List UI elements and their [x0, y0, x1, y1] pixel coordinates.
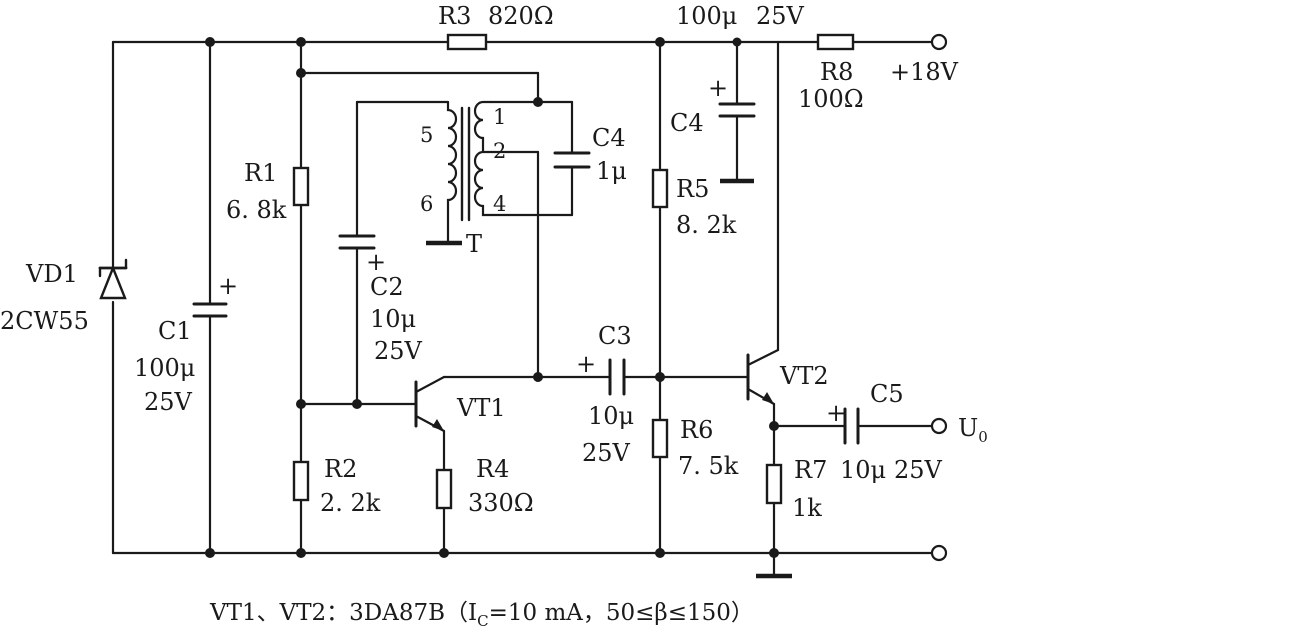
- c3-polarity: +: [576, 350, 596, 378]
- junction-dots: [205, 37, 779, 558]
- transistor-vt1: [414, 375, 446, 433]
- capacitor-c4-1u: [553, 151, 591, 169]
- c4-side-name: C4: [592, 124, 626, 152]
- terminals: [930, 33, 948, 562]
- c4-top-name: C4: [670, 109, 704, 137]
- resistor-r6: [651, 418, 669, 459]
- supply-terminal: [930, 33, 948, 51]
- c1-polarity: +: [218, 272, 238, 300]
- capacitor-c5: [843, 407, 860, 445]
- c5-value: 10μ: [840, 456, 886, 484]
- vd1-part: 2CW55: [0, 307, 89, 335]
- r6-value: 7. 5k: [678, 452, 739, 480]
- resistor-r8: [816, 33, 855, 51]
- c4-top-voltage: 25V: [756, 2, 805, 30]
- resistor-r4: [435, 468, 453, 510]
- capacitor-c4-100u: [718, 102, 756, 118]
- supply-label: +18V: [890, 58, 959, 86]
- wires: [111, 40, 934, 578]
- labels: R3 820Ω 100μ 25V C4 R8 100Ω +18V 5 6 1 2…: [0, 2, 988, 630]
- output-terminal: [930, 417, 948, 435]
- pin-1: 1: [493, 105, 506, 129]
- transformer-t: [446, 100, 493, 222]
- resistor-r3: [446, 33, 488, 51]
- pin-6: 6: [420, 192, 433, 216]
- r2-name: R2: [324, 455, 357, 483]
- capacitor-c1: [192, 302, 228, 318]
- c2-name: C2: [370, 273, 404, 301]
- resistor-r2: [292, 460, 310, 502]
- r4-name: R4: [476, 455, 509, 483]
- resistors: [292, 33, 855, 510]
- r1-name: R1: [244, 159, 277, 187]
- c2-polarity: +: [366, 248, 386, 276]
- c4-side-value: 1μ: [596, 157, 627, 185]
- pin-4: 4: [493, 192, 506, 216]
- r3-name: R3: [438, 2, 471, 30]
- resistor-r1: [292, 166, 310, 207]
- r6-name: R6: [680, 416, 713, 444]
- c5-name: C5: [870, 380, 904, 408]
- capacitors: [192, 102, 860, 445]
- polarity-marks: + + + + +: [218, 74, 846, 427]
- c3-value: 10μ: [588, 402, 634, 430]
- capacitor-c3: [608, 358, 626, 396]
- ground-symbols: [426, 178, 792, 579]
- caption: VT1、VT2：3DA87B（IC=10 mA，50≤β≤150）: [209, 600, 754, 630]
- transistor-vt2: [746, 348, 780, 406]
- c5-polarity: +: [826, 399, 846, 427]
- c4-top-value: 100μ: [676, 2, 737, 30]
- r2-value: 2. 2k: [320, 489, 381, 517]
- r7-value: 1k: [792, 494, 822, 522]
- zener-diode-vd1: [98, 258, 128, 300]
- pin-5: 5: [420, 123, 433, 147]
- c1-voltage: 25V: [144, 388, 193, 416]
- resistor-r7: [765, 463, 783, 505]
- r1-value: 6. 8k: [226, 196, 287, 224]
- vt1-name: VT1: [456, 394, 506, 422]
- r4-value: 330Ω: [468, 489, 534, 517]
- r3-value: 820Ω: [488, 2, 554, 30]
- c3-name: C3: [598, 322, 632, 350]
- r7-name: R7: [794, 456, 827, 484]
- r8-value: 100Ω: [798, 85, 864, 113]
- ground-terminal: [930, 544, 948, 562]
- c3-voltage: 25V: [582, 439, 631, 467]
- resistor-r5: [651, 168, 669, 209]
- c2-value: 10μ: [370, 305, 416, 333]
- vt2-name: VT2: [779, 362, 829, 390]
- r8-name: R8: [820, 58, 853, 86]
- capacitor-c2: [338, 234, 376, 250]
- c1-value: 100μ: [134, 354, 195, 382]
- c1-name: C1: [158, 317, 192, 345]
- vd1-name: VD1: [25, 260, 78, 288]
- pin-2: 2: [493, 139, 506, 163]
- c5-voltage: 25V: [894, 456, 943, 484]
- r5-value: 8. 2k: [676, 211, 737, 239]
- output-label: U0: [958, 414, 988, 446]
- r5-name: R5: [676, 175, 709, 203]
- transformer-name: T: [466, 230, 482, 258]
- c2-voltage: 25V: [374, 337, 423, 365]
- c4-polarity: +: [708, 74, 728, 102]
